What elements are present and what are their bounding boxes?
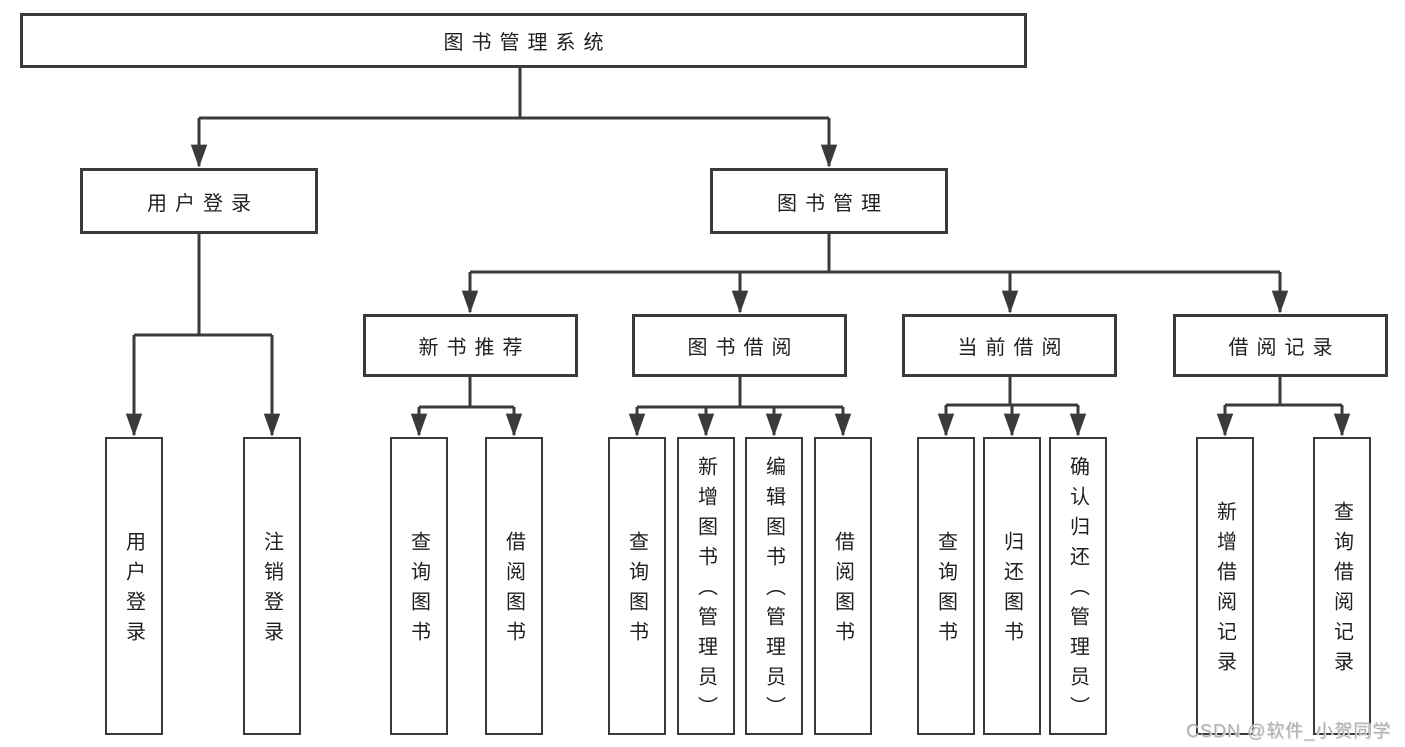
leaf-query-book: 查询图书 (390, 437, 448, 735)
node-label: 图书管理系统 (443, 32, 612, 54)
leaf-borrow-book: 借阅图书 (485, 437, 543, 735)
node-new-book-recommend: 新书推荐 (363, 314, 578, 377)
node-book-borrow: 图书借阅 (632, 314, 847, 377)
node-label: 当前借阅 (957, 337, 1070, 359)
node-label: 借阅记录 (1228, 337, 1341, 359)
leaf-edit-book-admin: 编辑图书（管理员） (745, 437, 803, 735)
node-label: 图书管理 (777, 192, 889, 215)
node-label: 用户登录 (122, 531, 145, 651)
node-label: 查询借阅记录 (1330, 501, 1353, 681)
node-label: 查询图书 (625, 531, 648, 651)
node-book-management: 图书管理 (710, 168, 948, 234)
leaf-user-login: 用户登录 (105, 437, 163, 735)
leaf-confirm-return-admin: 确认归还（管理员） (1049, 437, 1107, 735)
node-user-login: 用户登录 (80, 168, 318, 234)
leaf-borrow-book: 借阅图书 (814, 437, 872, 735)
node-label: 用户登录 (147, 192, 259, 215)
node-label: 查询图书 (407, 531, 430, 651)
node-label: 注销登录 (260, 531, 283, 651)
leaf-add-borrow-record: 新增借阅记录 (1196, 437, 1254, 735)
leaf-return-book: 归还图书 (983, 437, 1041, 735)
node-label: 确认归还（管理员） (1066, 456, 1089, 726)
node-label: 图书借阅 (687, 337, 800, 359)
leaf-logout: 注销登录 (243, 437, 301, 735)
node-label: 新书推荐 (418, 337, 531, 359)
node-borrow-record: 借阅记录 (1173, 314, 1388, 377)
node-root-system: 图书管理系统 (20, 13, 1027, 68)
leaf-query-book: 查询图书 (608, 437, 666, 735)
node-label: 编辑图书（管理员） (762, 456, 785, 726)
leaf-query-borrow-record: 查询借阅记录 (1313, 437, 1371, 735)
node-label: 归还图书 (1000, 531, 1023, 651)
leaf-add-book-admin: 新增图书（管理员） (677, 437, 735, 735)
node-label: 查询图书 (934, 531, 957, 651)
node-label: 借阅图书 (502, 531, 525, 651)
node-label: 新增借阅记录 (1213, 501, 1236, 681)
node-current-borrow: 当前借阅 (902, 314, 1117, 377)
csdn-watermark: CSDN @软件_小贺同学 (1186, 721, 1392, 741)
leaf-query-book: 查询图书 (917, 437, 975, 735)
node-label: 借阅图书 (831, 531, 854, 651)
node-label: 新增图书（管理员） (694, 456, 717, 726)
